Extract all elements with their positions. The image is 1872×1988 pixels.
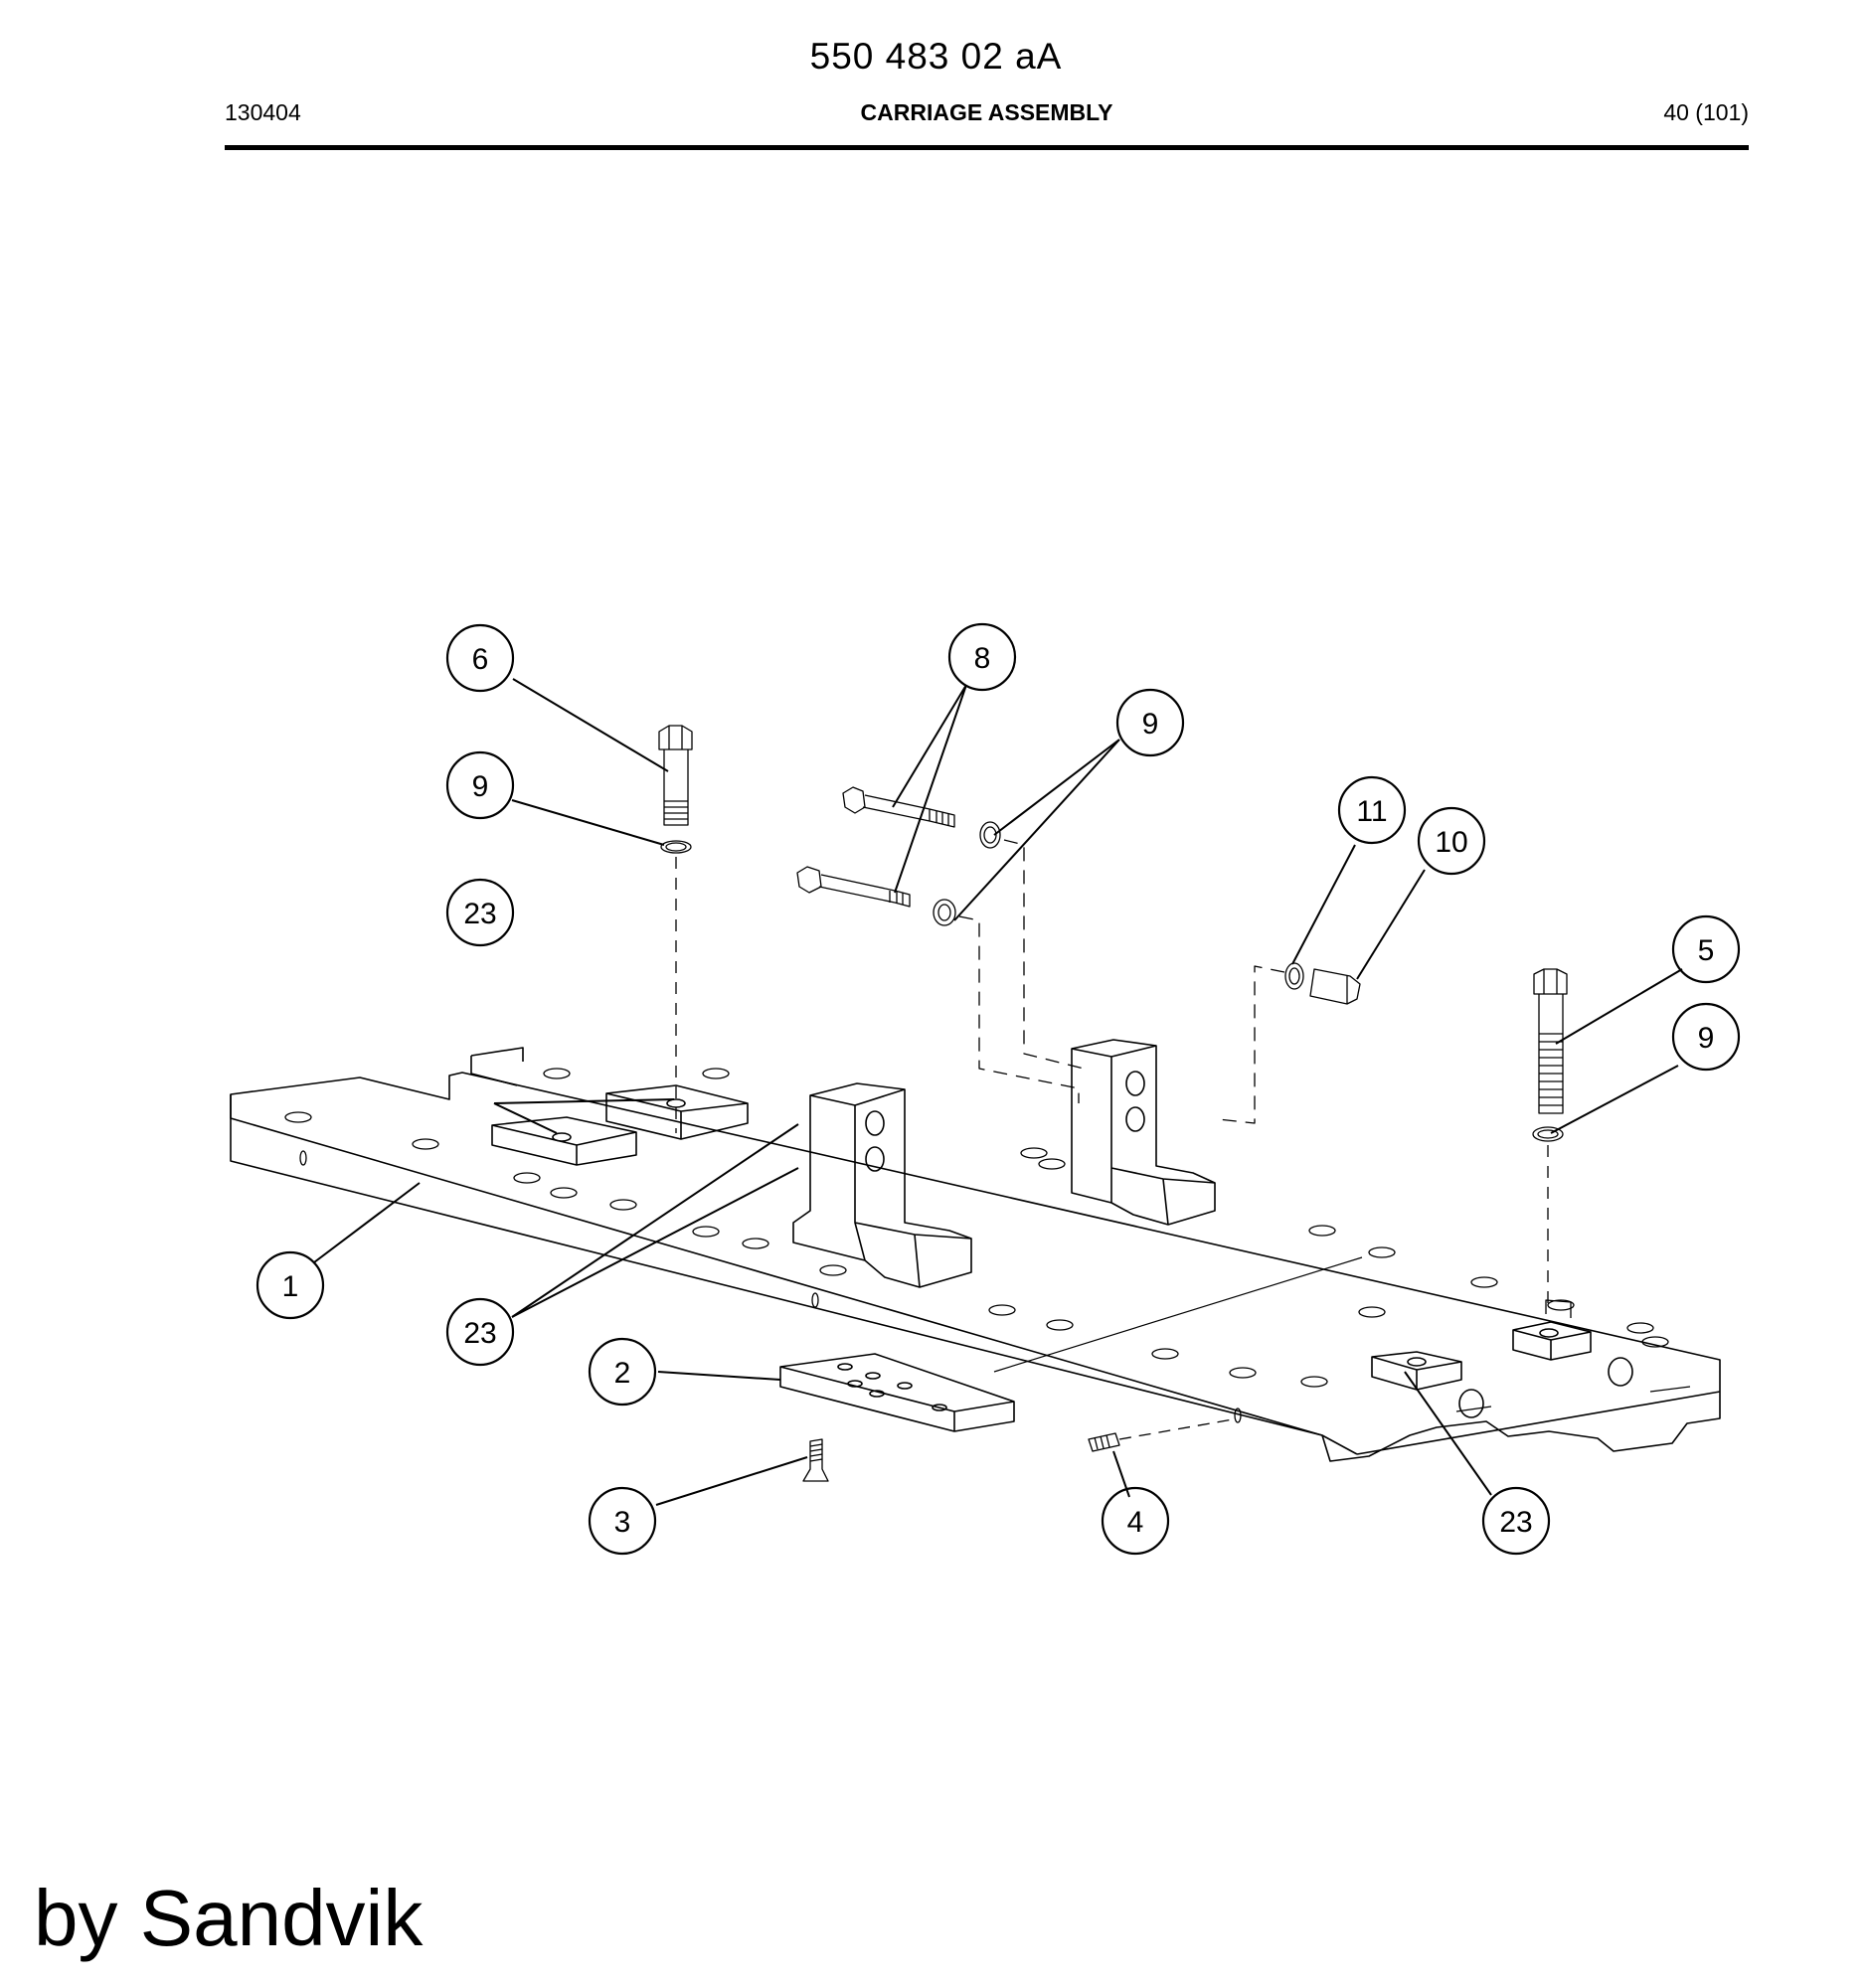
callout-8: 8 (974, 642, 991, 675)
callout-10: 10 (1435, 826, 1467, 859)
wear-pads (470, 1047, 1592, 1391)
date-code: 130404 (225, 99, 301, 125)
plate-holes (284, 1068, 1669, 1423)
callout-3: 3 (614, 1506, 631, 1539)
bolts-8 (796, 786, 1085, 1103)
callout-2: 2 (614, 1357, 631, 1390)
page-header: 130404 CARRIAGE ASSEMBLY 40 (101) (225, 99, 1749, 129)
footer-credit: by Sandvik (34, 1874, 424, 1962)
countersunk-screw (802, 1438, 829, 1482)
callout-9: 9 (1142, 708, 1159, 741)
bracket-left (792, 1082, 972, 1288)
callout-23: 23 (463, 898, 496, 930)
callout-11: 11 (1356, 795, 1387, 828)
washer-11-nut-10 (1217, 962, 1361, 1124)
callout-circles (255, 622, 1741, 1556)
bracket-right (1071, 1039, 1216, 1226)
guide-bar (779, 1353, 1015, 1432)
page-title: CARRIAGE ASSEMBLY (860, 99, 1113, 125)
callout-labels: 6 8 9 9 11 10 23 5 9 1 23 2 3 4 23 (282, 642, 1715, 1539)
callout-9: 9 (472, 770, 489, 803)
callout-23: 23 (463, 1317, 496, 1350)
document-number: 550 483 02 aA (809, 36, 1063, 77)
callout-6: 6 (472, 643, 489, 676)
header-rule (225, 145, 1749, 150)
callout-1: 1 (282, 1270, 299, 1303)
set-screw (1088, 1418, 1234, 1452)
leader-lines (313, 678, 1683, 1506)
page-number: 40 (101) (1663, 99, 1749, 125)
callout-5: 5 (1698, 934, 1715, 967)
bolt-6 (658, 725, 693, 1133)
carriage-plate (230, 1072, 1721, 1462)
callout-23: 23 (1499, 1506, 1532, 1539)
callout-9: 9 (1698, 1022, 1715, 1055)
callout-4: 4 (1127, 1506, 1144, 1539)
bolt-5 (1532, 968, 1568, 1312)
